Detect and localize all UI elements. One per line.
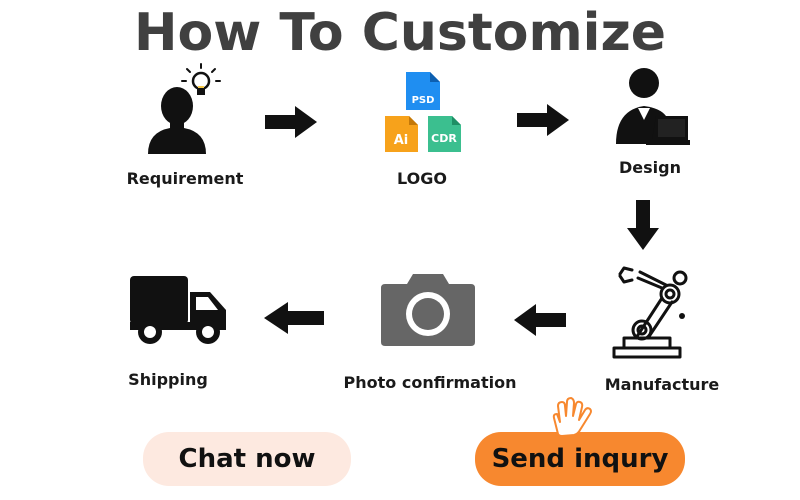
step-label-manufacture: Manufacture: [604, 375, 720, 394]
step-label-requirement: Requirement: [126, 169, 244, 188]
cdr-label: CDR: [431, 132, 457, 145]
camera-icon: [381, 274, 475, 346]
arrow-right-icon: [265, 106, 317, 138]
step-label-design: Design: [619, 158, 681, 177]
robot-arm-icon: [612, 266, 688, 359]
designer-icon: [616, 68, 690, 145]
person-idea-icon: [148, 63, 221, 154]
truck-icon: [130, 276, 226, 344]
arrow-down-icon: [627, 200, 659, 250]
page-title: How To Customize: [133, 3, 667, 63]
arrow-left-icon: [264, 302, 324, 334]
file-types-icon: PSD Ai CDR: [385, 72, 461, 152]
ai-label: Ai: [394, 133, 409, 148]
step-label-shipping: Shipping: [128, 370, 208, 389]
arrow-left-icon: [514, 304, 566, 336]
psd-label: PSD: [412, 95, 435, 106]
send-inquiry-button[interactable]: Send inqury: [475, 432, 685, 486]
step-label-logo: LOGO: [397, 169, 447, 188]
chat-now-button[interactable]: Chat now: [143, 432, 351, 486]
hand-pointer-icon: [552, 397, 592, 437]
arrow-right-icon: [517, 104, 569, 136]
step-label-photo-confirmation: Photo confirmation: [343, 373, 517, 392]
